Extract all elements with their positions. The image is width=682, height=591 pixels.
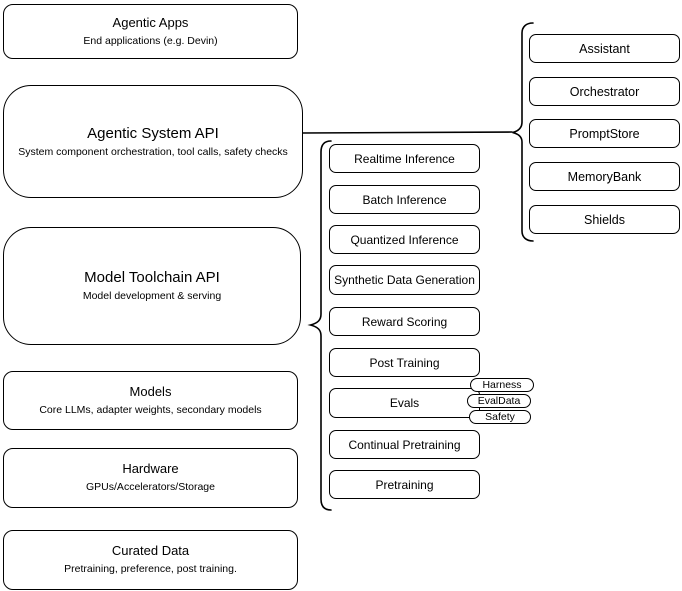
system-item-memorybank: MemoryBank <box>529 162 680 191</box>
curated-data-title: Curated Data <box>111 543 190 559</box>
agentic-system-api-subtitle: System component orchestration, tool cal… <box>18 145 288 158</box>
hardware-title: Hardware <box>122 461 179 477</box>
model-toolchain-api-subtitle: Model development & serving <box>82 290 222 303</box>
model-toolchain-api-title: Model Toolchain API <box>84 269 220 287</box>
hardware-subtitle: GPUs/Accelerators/Storage <box>86 481 215 494</box>
agentic-system-api-title: Agentic System API <box>87 124 219 142</box>
toolchain-item-synthetic-data-generation: Synthetic Data Generation <box>329 265 480 295</box>
curated-data-box: Curated Data Pretraining, preference, po… <box>3 530 298 590</box>
system-item-promptstore: PromptStore <box>529 119 680 148</box>
system-api-connector-line <box>301 131 513 134</box>
evals-tag-evaldata: EvalData <box>467 394 531 408</box>
toolchain-item-reward-scoring: Reward Scoring <box>329 307 480 336</box>
toolchain-item-quantized-inference: Quantized Inference <box>329 225 480 254</box>
curated-data-subtitle: Pretraining, preference, post training. <box>64 563 237 576</box>
toolchain-item-pretraining: Pretraining <box>329 470 480 499</box>
toolchain-brace <box>307 140 332 511</box>
evals-tag-harness: Harness <box>470 378 534 392</box>
models-subtitle: Core LLMs, adapter weights, secondary mo… <box>39 403 262 416</box>
system-components-brace <box>512 22 534 242</box>
toolchain-item-realtime-inference: Realtime Inference <box>329 144 480 173</box>
agentic-apps-title: Agentic Apps <box>112 14 189 30</box>
models-box: Models Core LLMs, adapter weights, secon… <box>3 371 298 430</box>
agentic-apps-box: Agentic Apps End applications (e.g. Devi… <box>3 4 298 59</box>
system-item-orchestrator: Orchestrator <box>529 77 680 106</box>
hardware-box: Hardware GPUs/Accelerators/Storage <box>3 448 298 508</box>
toolchain-item-post-training: Post Training <box>329 348 480 377</box>
toolchain-item-evals: Evals <box>329 388 480 418</box>
evals-tag-safety: Safety <box>469 410 531 424</box>
models-title: Models <box>129 383 172 399</box>
system-item-assistant: Assistant <box>529 34 680 63</box>
toolchain-item-batch-inference: Batch Inference <box>329 185 480 214</box>
toolchain-item-continual-pretraining: Continual Pretraining <box>329 430 480 459</box>
system-item-shields: Shields <box>529 205 680 234</box>
agentic-apps-subtitle: End applications (e.g. Devin) <box>83 34 218 47</box>
agentic-system-api-box: Agentic System API System component orch… <box>3 85 303 198</box>
model-toolchain-api-box: Model Toolchain API Model development & … <box>3 227 301 345</box>
